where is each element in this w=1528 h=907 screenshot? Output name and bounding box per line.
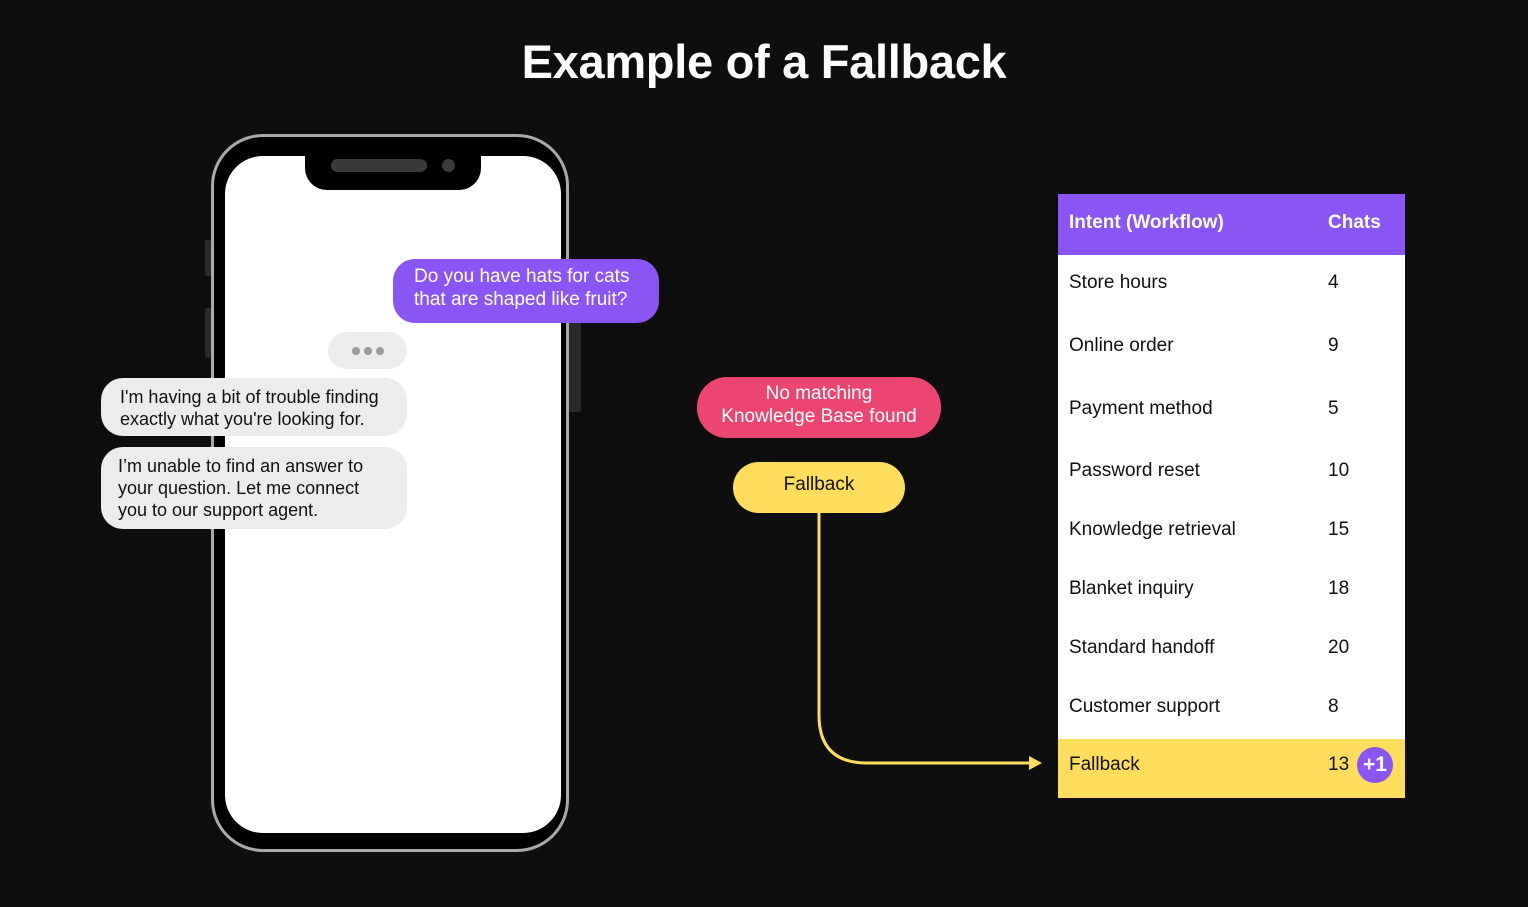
connector-line <box>817 513 1031 765</box>
phone-camera-icon <box>442 159 455 172</box>
intent-cell: Password reset <box>1069 460 1200 481</box>
phone-side-button-right <box>569 320 581 412</box>
column-header-chats: Chats <box>1328 212 1381 233</box>
user-message-bubble: Do you have hats for cats that are shape… <box>393 259 659 323</box>
chats-cell: 13 <box>1328 754 1350 775</box>
fallback-pill: Fallback <box>733 462 905 513</box>
bot-message-bubble: I'm having a bit of trouble finding exac… <box>101 378 407 436</box>
plus-one-badge: +1 <box>1357 747 1393 783</box>
phone-side-button-left-2 <box>205 308 211 358</box>
intent-cell: Store hours <box>1069 272 1168 293</box>
chats-cell: 15 <box>1328 519 1350 540</box>
typing-dot <box>363 346 372 355</box>
intent-cell: Blanket inquiry <box>1069 578 1194 599</box>
intent-cell: Standard handoff <box>1069 637 1215 658</box>
chats-cell: 4 <box>1328 272 1339 293</box>
chats-cell: 20 <box>1328 637 1350 658</box>
typing-dot <box>375 346 384 355</box>
phone-speaker-icon <box>331 159 427 172</box>
table-header: Intent (Workflow) Chats <box>1058 194 1405 255</box>
typing-indicator-icon <box>328 332 407 369</box>
no-match-pill: No matching Knowledge Base found <box>697 377 941 438</box>
chats-cell: 18 <box>1328 578 1350 599</box>
intent-table: Intent (Workflow) Chats Store hours 4 On… <box>1058 194 1405 798</box>
table-row-fallback: Fallback 13 +1 <box>1058 739 1405 798</box>
bot-message-bubble: I’m unable to find an answer to your que… <box>101 447 407 529</box>
intent-cell: Payment method <box>1069 398 1213 419</box>
chats-cell: 10 <box>1328 460 1350 481</box>
intent-cell: Knowledge retrieval <box>1069 519 1236 540</box>
column-header-intent: Intent (Workflow) <box>1069 212 1224 233</box>
intent-cell: Online order <box>1069 335 1174 356</box>
chats-cell: 8 <box>1328 696 1339 717</box>
chats-cell: 9 <box>1328 335 1339 356</box>
arrow-head-icon <box>1029 756 1042 770</box>
phone-side-button-left-1 <box>205 240 211 276</box>
chats-cell: 5 <box>1328 398 1339 419</box>
diagram-title: Example of a Fallback <box>521 35 1007 88</box>
intent-cell: Customer support <box>1069 696 1221 717</box>
intent-cell: Fallback <box>1069 754 1140 775</box>
typing-dot <box>351 346 360 355</box>
